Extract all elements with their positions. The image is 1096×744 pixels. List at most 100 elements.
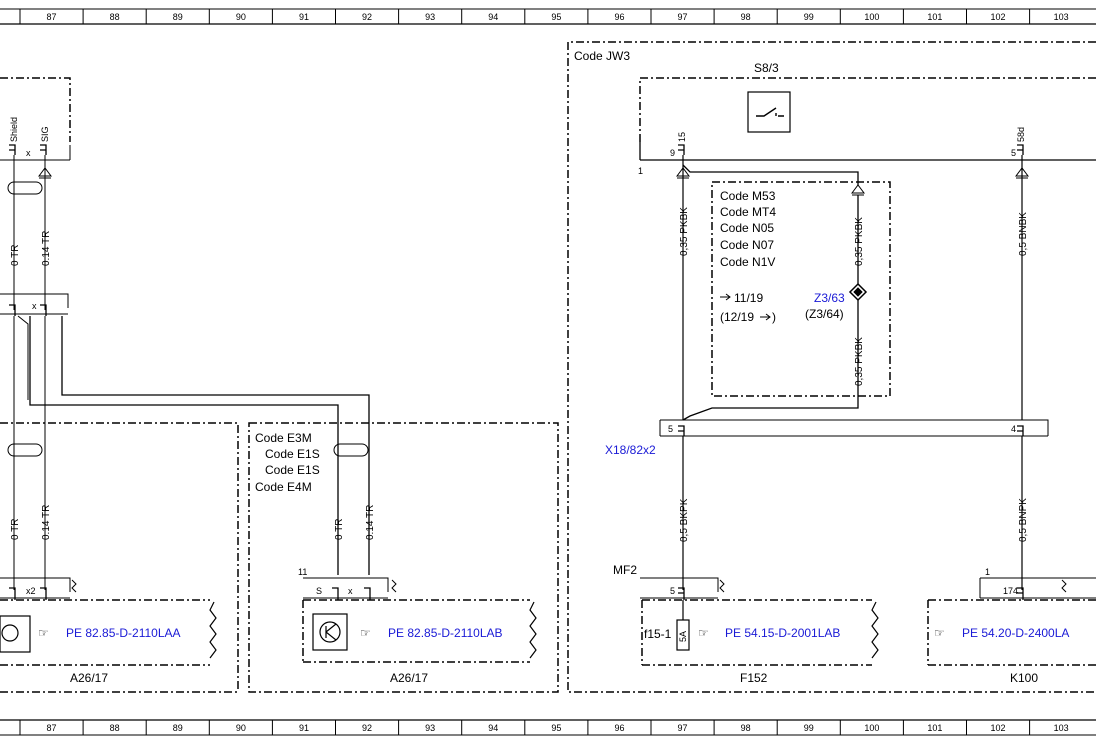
bottom-ruler-column-99: 99 <box>804 723 814 733</box>
hand-icon: ☞ <box>934 626 945 640</box>
sheet-refs: 11/19 (12/19 ) <box>720 291 776 324</box>
bottom-ruler-column-96: 96 <box>614 723 624 733</box>
pe-f152-ref[interactable]: ☞ PE 54.15-D-2001LAB <box>698 626 840 640</box>
top-ruler-column-94: 94 <box>488 12 498 22</box>
top-ruler-column-100: 100 <box>864 12 879 22</box>
jw3-frame <box>567 41 1096 693</box>
ref-11-19: 11/19 <box>734 291 763 305</box>
top-ruler-column-89: 89 <box>173 12 183 22</box>
bottom-ruler-column-88: 88 <box>110 723 120 733</box>
code-n05: Code N05 <box>720 221 774 235</box>
x1882x2-link[interactable]: X18/82x2 <box>605 443 656 457</box>
bottom-ruler-column-87: 87 <box>47 723 57 733</box>
bottom-ruler-column-98: 98 <box>741 723 751 733</box>
bottom-ruler-column-94: 94 <box>488 723 498 733</box>
pin-5-f152: 5 <box>670 586 675 596</box>
pe-f152-link[interactable]: PE 54.15-D-2001LAB <box>725 626 840 640</box>
wire-pkbk-b: 0,35 PKBK <box>854 217 865 266</box>
z364-label: (Z3/64) <box>805 307 844 321</box>
left-top-component <box>0 77 71 310</box>
pe-k100-link[interactable]: PE 54.20-D-2400LA <box>962 626 1069 640</box>
wire-left-014: 0.14 TR <box>41 231 52 266</box>
pe-mid-ref[interactable]: ☞ PE 82.85-D-2110LAB <box>360 626 503 640</box>
jw3-code-label: Code JW3 <box>574 49 630 63</box>
hand-icon: ☞ <box>360 626 371 640</box>
pin-15: 15 <box>677 132 687 142</box>
pe-k100-ref[interactable]: ☞ PE 54.20-D-2400LA <box>934 626 1069 640</box>
bottom-ruler-column-102: 102 <box>991 723 1006 733</box>
top-ruler-column-102: 102 <box>991 12 1006 22</box>
code-m53: Code M53 <box>720 189 776 203</box>
top-ruler-column-93: 93 <box>425 12 435 22</box>
hand-icon: ☞ <box>698 626 709 640</box>
pin-shield: Shield <box>9 117 19 142</box>
bottom-ruler <box>0 719 1096 736</box>
code-e3m: Code E3M <box>255 431 312 445</box>
bottom-ruler-column-92: 92 <box>362 723 372 733</box>
f152-label: F152 <box>740 671 768 685</box>
code-n07: Code N07 <box>720 238 774 252</box>
wire-mid-tr: 0 TR <box>334 519 345 541</box>
pin-sig: SIG <box>40 126 50 142</box>
pin-174: 174 <box>1003 586 1018 596</box>
bottom-ruler-column-90: 90 <box>236 723 246 733</box>
code-e4m: Code E4M <box>255 480 312 494</box>
z363-link[interactable]: Z3/63 <box>814 291 845 305</box>
wire-bnpk: 0,5 BNPK <box>1018 498 1029 542</box>
pin-1-left: 1 <box>638 166 643 176</box>
wire-pkbk-c: 0,35 PKBK <box>854 337 865 386</box>
mid-frame <box>248 422 559 693</box>
top-ruler-column-95: 95 <box>551 12 561 22</box>
top-ruler-column-87: 87 <box>47 12 57 22</box>
bottom-ruler-column-100: 100 <box>864 723 879 733</box>
top-ruler <box>0 8 1096 25</box>
top-ruler-column-90: 90 <box>236 12 246 22</box>
pe-left-link[interactable]: PE 82.85-D-2110LAA <box>66 626 181 640</box>
k100-label: K100 <box>1010 671 1038 685</box>
mf2-label: MF2 <box>613 563 637 577</box>
wire-mid-014: 0.14 TR <box>365 505 376 540</box>
pe-left-ref[interactable]: ☞ PE 82.85-D-2110LAA <box>38 626 181 640</box>
pin-11: 11 <box>298 567 307 577</box>
wire-left-tr: 0 TR <box>10 245 21 267</box>
wire-left-014-low: 0.14 TR <box>41 505 52 540</box>
a2617-left-label: A26/17 <box>70 671 108 685</box>
m53-code-list: Code M53 Code MT4 Code N05 Code N07 Code… <box>720 189 776 269</box>
wire-left-tr-low: 0 TR <box>10 519 21 541</box>
s83-label: S8/3 <box>754 61 779 75</box>
wire-pkbk-a: 0,35 PKBK <box>679 207 690 256</box>
fuse-rating: 5A <box>678 631 688 642</box>
wire-bkpk: 0,5 BKPK <box>679 498 690 542</box>
top-ruler-column-103: 103 <box>1054 12 1069 22</box>
pin-x-mid-bottom: x <box>348 586 353 596</box>
a2617-mid-label: A26/17 <box>390 671 428 685</box>
code-mt4: Code MT4 <box>720 205 776 219</box>
bottom-ruler-column-101: 101 <box>927 723 942 733</box>
bottom-ruler-column-97: 97 <box>678 723 688 733</box>
pin-58d: 58d <box>1016 127 1026 142</box>
top-ruler-column-98: 98 <box>741 12 751 22</box>
bottom-ruler-column-95: 95 <box>551 723 561 733</box>
code-n1v: Code N1V <box>720 255 775 269</box>
ref-12-19-close: ) <box>772 310 776 324</box>
hand-icon: ☞ <box>38 626 49 640</box>
left-lower-frame <box>0 422 239 693</box>
pin-s: S <box>316 586 322 596</box>
fuse-label: f15-1 <box>644 627 672 641</box>
code-e1s-b: Code E1S <box>265 463 320 477</box>
pe-mid-link[interactable]: PE 82.85-D-2110LAB <box>388 626 503 640</box>
pin-4-x18: 4 <box>1011 424 1016 434</box>
e3m-code-list: Code E3M Code E1S Code E1S Code E4M <box>255 431 320 494</box>
top-ruler-column-91: 91 <box>299 12 309 22</box>
top-ruler-column-96: 96 <box>614 12 624 22</box>
pin-x-mid: x <box>32 301 37 311</box>
ref-12-19: (12/19 <box>720 310 754 324</box>
top-ruler-column-88: 88 <box>110 12 120 22</box>
bottom-ruler-column-89: 89 <box>173 723 183 733</box>
pin-5-top: 5 <box>1011 148 1016 158</box>
top-ruler-column-101: 101 <box>927 12 942 22</box>
pin-1-k100: 1 <box>985 567 990 577</box>
pin-x-top: x <box>26 148 31 158</box>
left-mid-connector <box>0 293 370 590</box>
